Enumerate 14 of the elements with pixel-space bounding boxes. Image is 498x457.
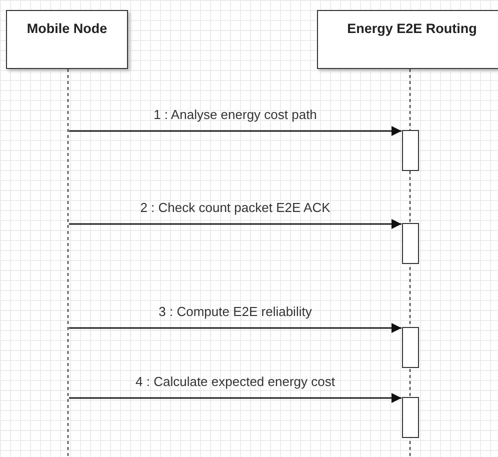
participant-box: Mobile Node	[6, 10, 128, 69]
message-arrow	[69, 323, 402, 333]
edge-label: 4 : Calculate expected energy cost	[136, 374, 335, 389]
message-arrow	[69, 126, 402, 136]
edge-label: 3 : Compute E2E reliability	[158, 304, 312, 319]
activation-bar	[402, 397, 418, 438]
participant-box: Energy E2E Routing	[317, 10, 498, 69]
message-arrow	[69, 393, 402, 403]
activation-bar	[402, 130, 418, 171]
edge-label: 2 : Check count packet E2E ACK	[140, 200, 330, 215]
activation-bar	[402, 327, 418, 368]
message-arrow	[69, 219, 402, 229]
edge-label: 1 : Analyse energy cost path	[154, 107, 317, 122]
activation-bar	[402, 223, 418, 264]
